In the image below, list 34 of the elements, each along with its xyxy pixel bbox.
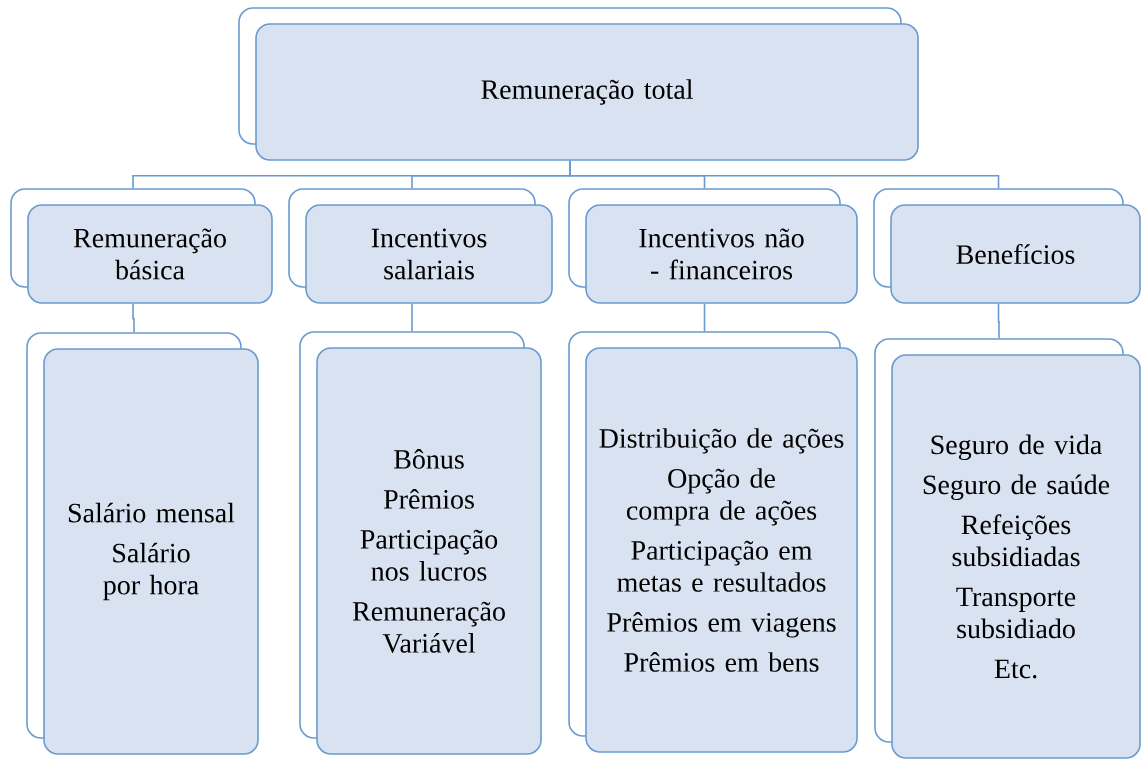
connector-line [997, 303, 1000, 339]
category-box [288, 188, 553, 304]
list-item: Bônus [394, 449, 464, 469]
list-item: Refeições subsidiadas [952, 514, 1080, 567]
category-box [873, 188, 1141, 304]
box-label: Incentivos não - financeiros [639, 228, 804, 280]
list-item: Transporte subsidiado [956, 587, 1076, 639]
list-box [568, 331, 858, 753]
list-item: Salário mensal [68, 502, 235, 523]
title-box [238, 7, 919, 161]
list-item: Seguro de vida [931, 434, 1102, 461]
connector-line [411, 303, 413, 332]
list-item: Remuneração Variável [352, 601, 505, 653]
list-item: Participação nos lucros [360, 529, 498, 581]
list-item: Etc. [994, 659, 1037, 679]
box-label: Incentivos salariais [371, 228, 487, 280]
list-item: Opção de compra de ações [626, 468, 817, 526]
box-label: Remuneração total [481, 79, 693, 105]
list-item: Prêmios em viagens [607, 612, 836, 638]
category-box [568, 188, 858, 304]
list-item: Prêmios [383, 489, 474, 509]
list-item: Participação em metas e resultados [617, 540, 826, 592]
connector-line [703, 303, 706, 332]
box-label: Remuneração básica [73, 228, 226, 280]
list-item: Salário por hora [103, 542, 199, 601]
category-box [10, 188, 273, 304]
list-box [299, 331, 542, 755]
list-box [26, 332, 259, 755]
list-item: Prêmios em bens [624, 652, 819, 672]
list-item: Distribuição de ações [599, 428, 844, 454]
box-label: Benefícios [956, 244, 1075, 264]
list-box [874, 338, 1141, 759]
connector-line [132, 303, 135, 333]
list-item: Seguro de saúde [923, 474, 1110, 501]
